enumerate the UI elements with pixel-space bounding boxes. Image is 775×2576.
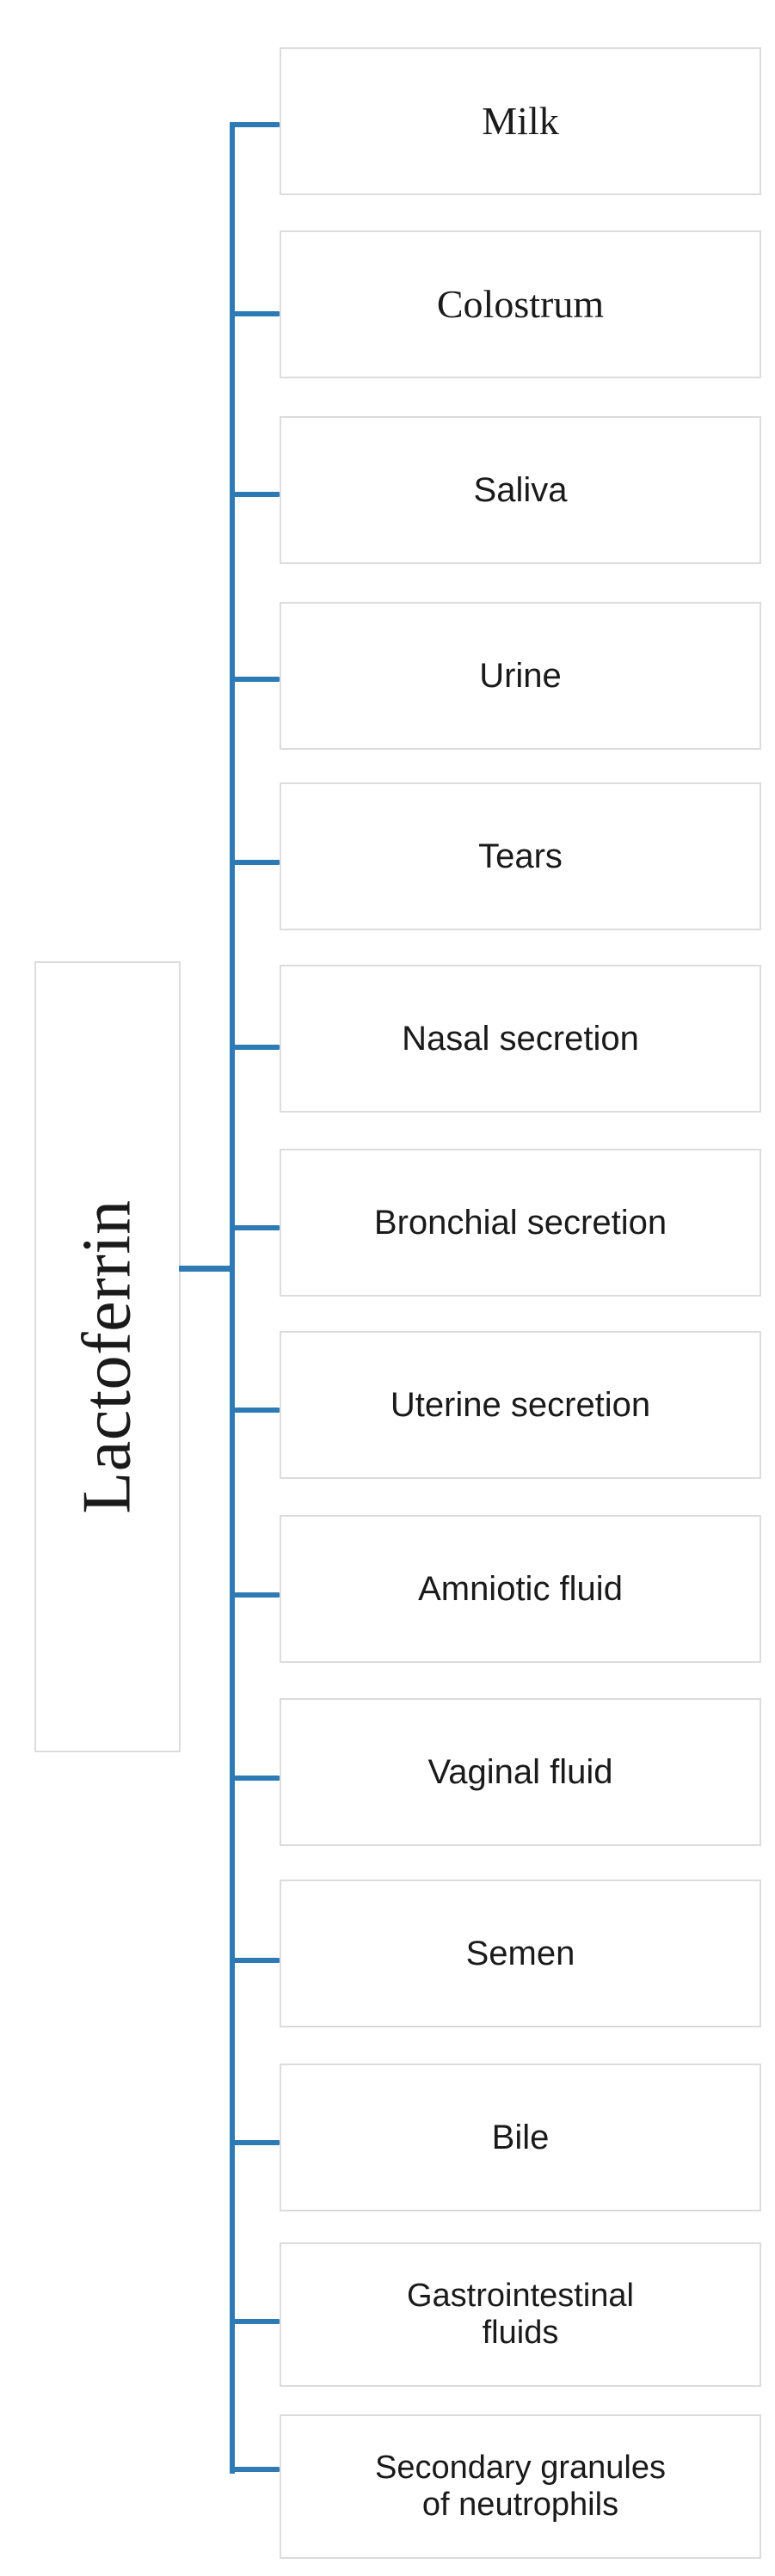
connector-stub-line (230, 860, 280, 865)
leaf-node[interactable]: Amniotic fluid (280, 1515, 761, 1663)
leaf-node[interactable]: Uterine secretion (280, 1331, 761, 1479)
connector-stub-line (230, 2467, 280, 2472)
leaf-node-label: Colostrum (436, 282, 605, 327)
leaf-node-label: Amniotic fluid (418, 1569, 623, 1608)
leaf-node[interactable]: Bronchial secretion (280, 1149, 761, 1297)
connector-stub-line (230, 1592, 280, 1598)
leaf-node[interactable]: Colostrum (280, 230, 761, 378)
connector-stub-line (230, 1045, 280, 1050)
connector-stub-line (230, 122, 280, 127)
connector-stub-line (230, 492, 280, 497)
leaf-node[interactable]: Tears (280, 782, 761, 930)
connector-stub-line (230, 1958, 280, 1963)
leaf-node-label: Gastrointestinal fluids (406, 2278, 634, 2351)
root-node-lactoferrin[interactable]: Lactoferrin (34, 961, 181, 1752)
leaf-node[interactable]: Urine (280, 602, 761, 750)
connector-stub-line (230, 2319, 280, 2324)
leaf-node-label: Milk (482, 99, 559, 144)
connector-stub-line (230, 2140, 280, 2145)
leaf-node[interactable]: Secondary granules of neutrophils (280, 2414, 761, 2559)
connector-stub-line (230, 1225, 280, 1230)
connector-stub-line (230, 311, 280, 316)
connector-stub-line (230, 677, 280, 682)
leaf-node-label: Nasal secretion (402, 1019, 639, 1058)
leaf-node[interactable]: Vaginal fluid (280, 1698, 761, 1846)
leaf-node-label: Saliva (473, 470, 568, 509)
leaf-node-label: Tears (478, 837, 563, 875)
leaf-node[interactable]: Bile (280, 2064, 761, 2211)
connector-trunk-line (230, 125, 235, 2474)
leaf-node[interactable]: Semen (280, 1880, 761, 2027)
leaf-node-label: Semen (465, 1934, 575, 1972)
leaf-node-label: Vaginal fluid (427, 1752, 613, 1791)
leaf-node-label: Uterine secretion (390, 1385, 651, 1424)
leaf-node[interactable]: Milk (280, 47, 761, 195)
connector-stub-line (230, 1408, 280, 1413)
leaf-node-label: Bronchial secretion (373, 1203, 667, 1242)
connector-stub-line (230, 1776, 280, 1781)
leaf-node-label: Secondary granules of neutrophils (375, 2450, 666, 2523)
leaf-node[interactable]: Saliva (280, 416, 761, 564)
root-node-label: Lactoferrin (70, 1199, 146, 1514)
leaf-node[interactable]: Nasal secretion (280, 965, 761, 1113)
leaf-node-label: Bile (491, 2118, 550, 2156)
leaf-node-label: Urine (479, 656, 562, 695)
leaf-node[interactable]: Gastrointestinal fluids (280, 2242, 761, 2387)
root-connector-line (179, 1266, 235, 1272)
